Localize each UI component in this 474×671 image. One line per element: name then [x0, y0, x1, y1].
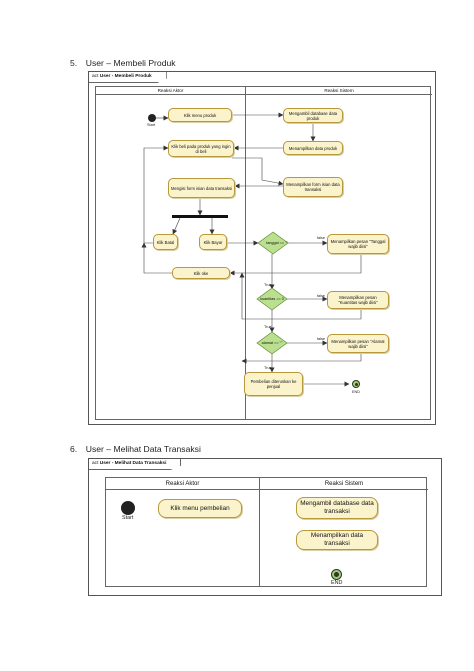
activity-pesan-tanggal: Menampilkan pesan "Tanggal wajib diisi" — [327, 234, 389, 254]
activity-ambil-database-transaksi: Mengambil database data transaksi — [296, 497, 378, 519]
activity-klik-beli: Klik beli pada produk yang ingin di beli — [168, 140, 234, 157]
frame-tab: act User - Melihat Data Transaksi — [89, 459, 182, 470]
guard-false-alamat: false — [317, 337, 326, 341]
decision-kuantitas: kuantitas == 0 — [260, 297, 284, 301]
activity-klik-menu-pembelian: Klik menu pembelian — [158, 499, 242, 518]
activity-klik-menu-produk: Klik menu produk — [168, 108, 232, 122]
section-6-heading: 6. User – Melihat Data Transaksi — [70, 444, 201, 454]
start-node-6 — [121, 501, 135, 515]
activity-diagram-frame-view-transactions: act User - Melihat Data Transaksi Reaksi… — [88, 458, 442, 596]
start-node — [148, 114, 156, 122]
activity-pesan-kuantitas: Menampilkan pesan "Kuantitas wajib diisi… — [327, 291, 389, 309]
lane-header-system: Reaksi Sistem — [259, 478, 428, 490]
activity-klik-oke: Klik oke — [172, 267, 230, 279]
end-label-6: END — [331, 580, 343, 586]
flow-pesan-alamat-back — [241, 353, 362, 364]
frame-tab: act User - Membeli Produk — [89, 72, 167, 83]
swimlanes: Reaksi Aktor Reaksi Sistem — [95, 86, 432, 420]
activity-klik-batal: Klik Batal — [153, 234, 178, 250]
activity-tampil-data-transaksi: Menampilkan data transaksi — [296, 530, 378, 550]
activity-isi-form-transaksi: Mengisi form isian data transaksi — [168, 178, 235, 198]
guard-false-tanggal: false — [317, 236, 326, 240]
lane-divider — [259, 478, 260, 586]
activity-pesan-alamat: Menampilkan pesan "Alamat wajib diisi" — [327, 334, 389, 353]
end-label: END — [352, 390, 361, 394]
lane-header-actor: Reaksi Aktor — [106, 478, 259, 490]
start-label: Start — [147, 123, 156, 127]
fork-bar — [172, 215, 228, 218]
frame-tab-prefix: act — [92, 461, 99, 466]
flow-fork-to-batal — [172, 217, 181, 235]
end-node — [352, 380, 360, 388]
guard-true-alamat: True — [264, 366, 272, 370]
activity-tampil-data-produk: Menampilkan data produk — [283, 141, 343, 155]
lane-header-actor: Reaksi Aktor — [96, 87, 245, 95]
flow-batal-loop — [143, 145, 169, 244]
guard-true-tanggal: True — [264, 283, 272, 287]
section-5-heading: 5. User – Membeli Produk — [70, 58, 176, 68]
frame-tab-prefix: act — [92, 74, 99, 79]
guard-true-kuantitas: True — [264, 325, 272, 329]
flow-beli-to-showform — [232, 157, 284, 186]
activity-ambil-database-produk: Mengambil database data produk — [283, 108, 343, 123]
activity-tampil-form-transaksi: Menampilkan form isian data transaksi — [283, 177, 343, 197]
flow-pesan-tanggal-to-oke — [229, 254, 362, 276]
activity-pembelian-diteruskan: Pembelian diteruskan ke penjual — [244, 372, 303, 396]
flow-oke-loop — [141, 242, 172, 274]
swimlanes: Reaksi Aktor Reaksi Sistem — [105, 477, 428, 587]
start-label-6: Start — [122, 515, 134, 521]
guard-false-kuantitas: false — [317, 294, 326, 298]
decision-tanggal: tanggal == "" — [266, 241, 288, 245]
frame-tab-title: User - Melihat Data Transaksi — [99, 461, 167, 466]
frame-tab-title: User - Membeli Produk — [99, 74, 152, 79]
activity-klik-bayar: Klik Bayar — [199, 234, 227, 250]
end-node-6 — [331, 569, 342, 580]
decision-alamat: alamat == "" — [261, 341, 283, 345]
flow-pesan-kuantitas-back — [239, 272, 362, 320]
lane-divider — [245, 87, 246, 419]
